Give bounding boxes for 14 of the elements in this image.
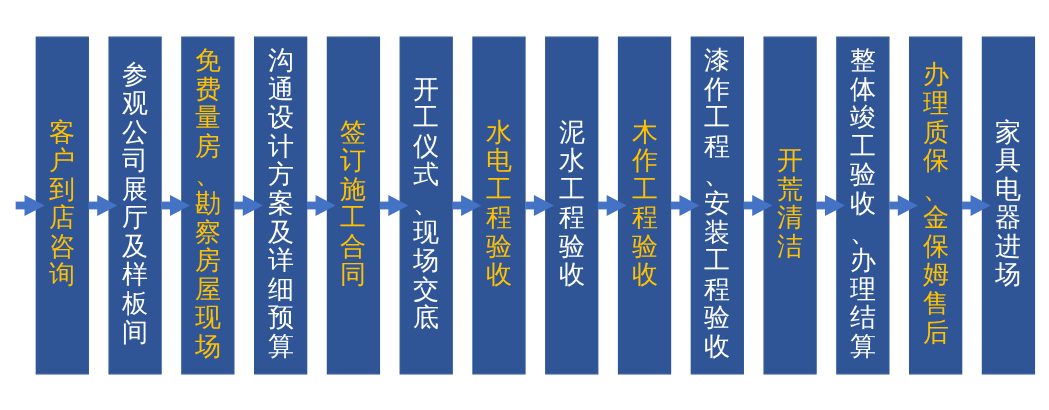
node-box: 整体竣工验收、办理结算	[836, 36, 890, 374]
node-box: 办理质保、金保姆售后	[909, 36, 963, 374]
node-box: 参观公司展厅及样板间	[108, 36, 162, 374]
node-box: 开荒清洁	[763, 36, 817, 374]
node-box: 沟通设计方案及详细预算	[254, 36, 308, 374]
node-box: 泥水工程验收	[545, 36, 599, 374]
node-box: 家具电器进场	[981, 36, 1036, 374]
node-box: 客户到店咨询	[35, 36, 89, 374]
node-box: 水电工程验收	[472, 36, 526, 374]
node-box: 免费量房、勘察房屋现场	[181, 36, 235, 374]
node-box: 签订施工合同	[326, 36, 381, 374]
node-box: 漆作工程、安装工程验收	[690, 36, 744, 374]
node-box: 开工仪式、现场交底	[399, 36, 453, 374]
node-box: 木作工程验收	[617, 36, 672, 374]
